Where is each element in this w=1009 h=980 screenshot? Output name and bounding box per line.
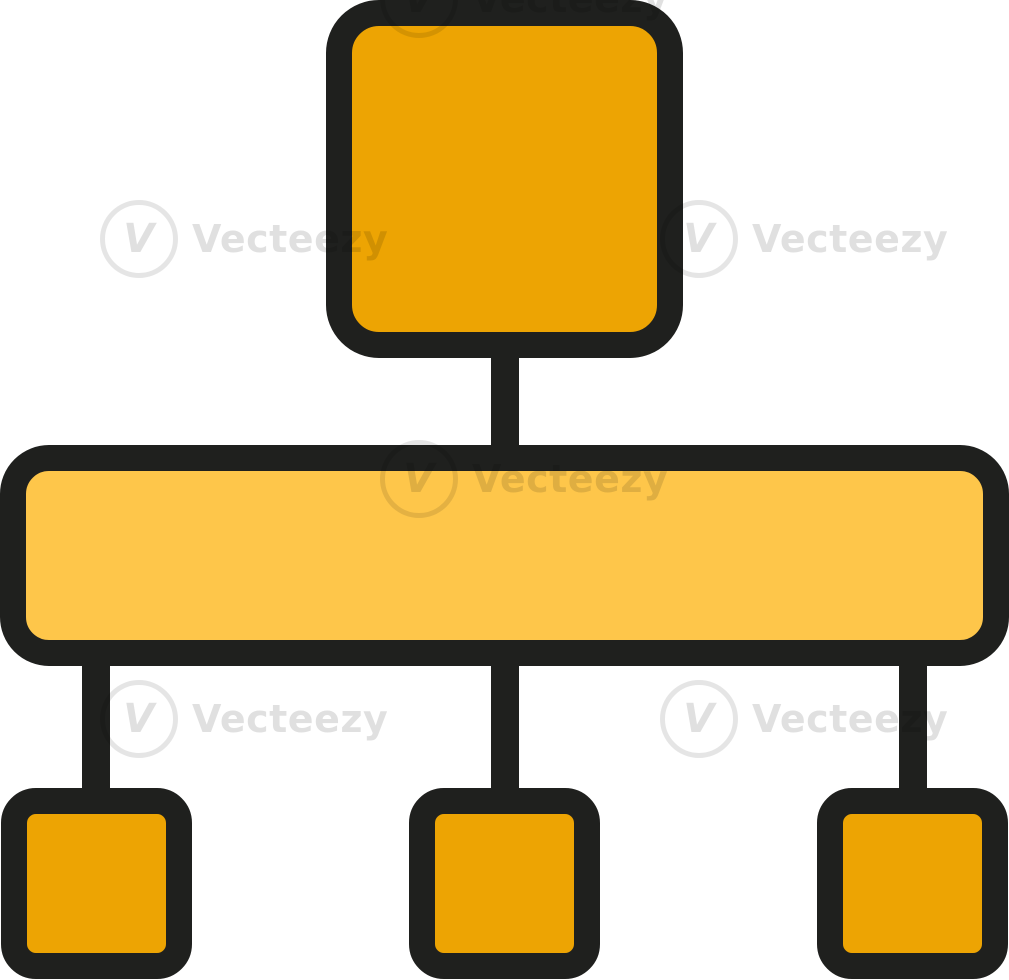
child-node-right: [817, 788, 1008, 979]
child-node-middle: [409, 788, 600, 979]
connector-top: [491, 350, 519, 455]
connector-middle: [491, 660, 519, 795]
bus-bar: [0, 445, 1009, 666]
top-node-box: [326, 0, 683, 358]
connector-right: [899, 660, 927, 795]
child-node-left: [1, 788, 192, 979]
connector-left: [82, 660, 110, 795]
